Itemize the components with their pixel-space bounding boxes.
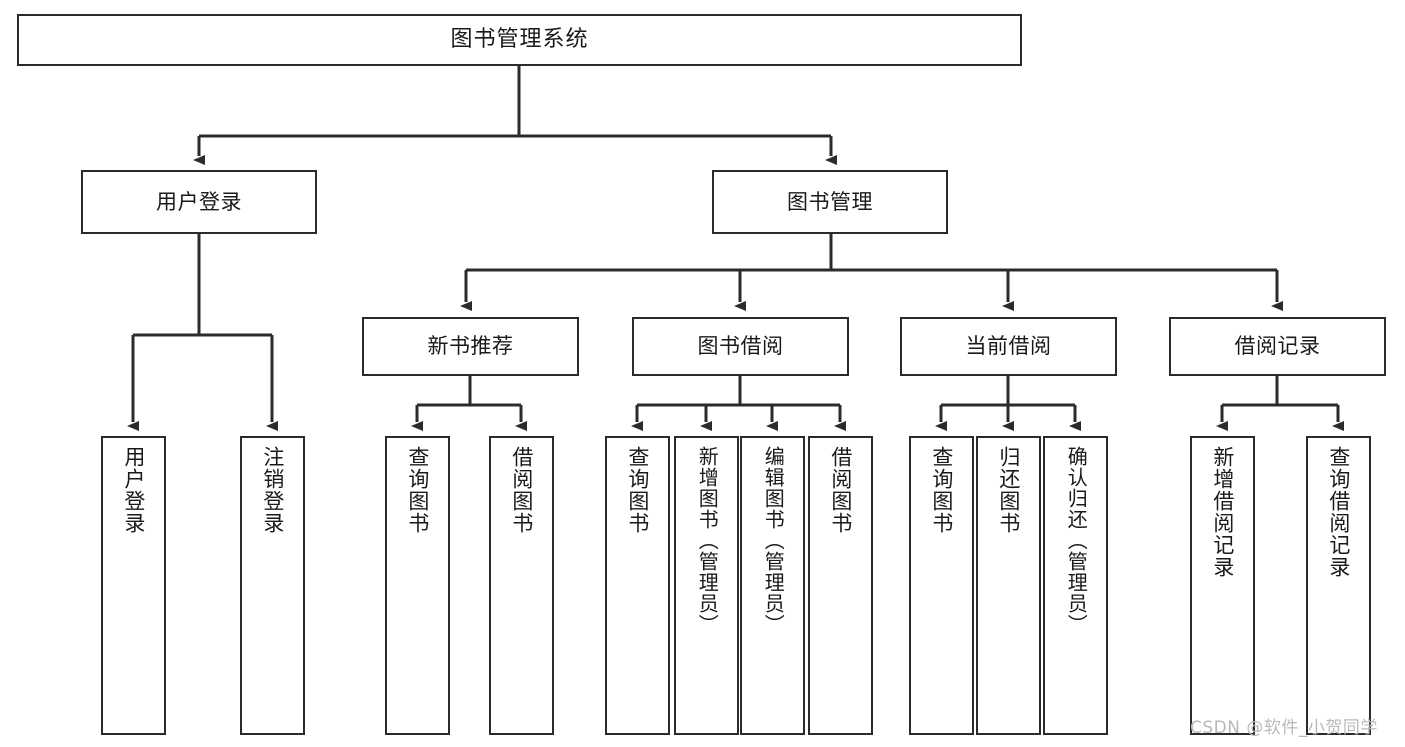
node-leaf-newbook-query-book-label: 查询图书 (405, 446, 430, 534)
node-leaf-logout[interactable]: 注销登录 (240, 436, 305, 735)
node-leaf-edit-book-admin-label: 编辑图书（管理员） (761, 446, 786, 635)
node-leaf-query-borrow-record[interactable]: 查询借阅记录 (1306, 436, 1371, 735)
node-leaf-edit-book-admin[interactable]: 编辑图书（管理员） (740, 436, 805, 735)
node-book-management-label: 图书管理 (787, 189, 873, 214)
node-leaf-borrow-query-book-label: 查询图书 (625, 446, 650, 534)
node-leaf-newbook-query-book[interactable]: 查询图书 (385, 436, 450, 735)
node-user-login-label: 用户登录 (156, 189, 242, 214)
node-leaf-newbook-borrow-book-label: 借阅图书 (509, 446, 534, 534)
node-leaf-return-book-label: 归还图书 (996, 446, 1021, 534)
node-leaf-newbook-borrow-book[interactable]: 借阅图书 (489, 436, 554, 735)
node-leaf-user-login-label: 用户登录 (121, 446, 146, 534)
node-leaf-borrow-query-book[interactable]: 查询图书 (605, 436, 670, 735)
node-leaf-return-book[interactable]: 归还图书 (976, 436, 1041, 735)
node-leaf-logout-label: 注销登录 (260, 446, 285, 534)
node-leaf-add-borrow-record-label: 新增借阅记录 (1210, 446, 1235, 578)
node-book-borrow-label: 图书借阅 (697, 334, 784, 358)
node-borrow-record[interactable]: 借阅记录 (1169, 317, 1386, 376)
node-book-borrow[interactable]: 图书借阅 (632, 317, 849, 376)
node-root-system-label: 图书管理系统 (450, 27, 589, 52)
node-leaf-user-login[interactable]: 用户登录 (101, 436, 166, 735)
node-leaf-add-book-admin[interactable]: 新增图书（管理员） (674, 436, 739, 735)
node-leaf-add-borrow-record[interactable]: 新增借阅记录 (1190, 436, 1255, 735)
node-new-book-recommend-label: 新书推荐 (427, 334, 514, 358)
node-current-borrow[interactable]: 当前借阅 (900, 317, 1117, 376)
node-leaf-confirm-return-admin[interactable]: 确认归还（管理员） (1043, 436, 1108, 735)
node-book-management[interactable]: 图书管理 (712, 170, 948, 234)
node-leaf-current-query-book[interactable]: 查询图书 (909, 436, 974, 735)
node-current-borrow-label: 当前借阅 (965, 334, 1052, 358)
node-new-book-recommend[interactable]: 新书推荐 (362, 317, 579, 376)
node-leaf-borrow-book-label: 借阅图书 (828, 446, 853, 534)
node-leaf-add-book-admin-label: 新增图书（管理员） (695, 446, 720, 635)
node-user-login[interactable]: 用户登录 (81, 170, 317, 234)
node-root-system[interactable]: 图书管理系统 (17, 14, 1022, 66)
node-leaf-borrow-book[interactable]: 借阅图书 (808, 436, 873, 735)
node-leaf-query-borrow-record-label: 查询借阅记录 (1326, 446, 1351, 578)
node-leaf-current-query-book-label: 查询图书 (929, 446, 954, 534)
node-borrow-record-label: 借阅记录 (1234, 334, 1321, 358)
node-leaf-confirm-return-admin-label: 确认归还（管理员） (1064, 446, 1089, 635)
